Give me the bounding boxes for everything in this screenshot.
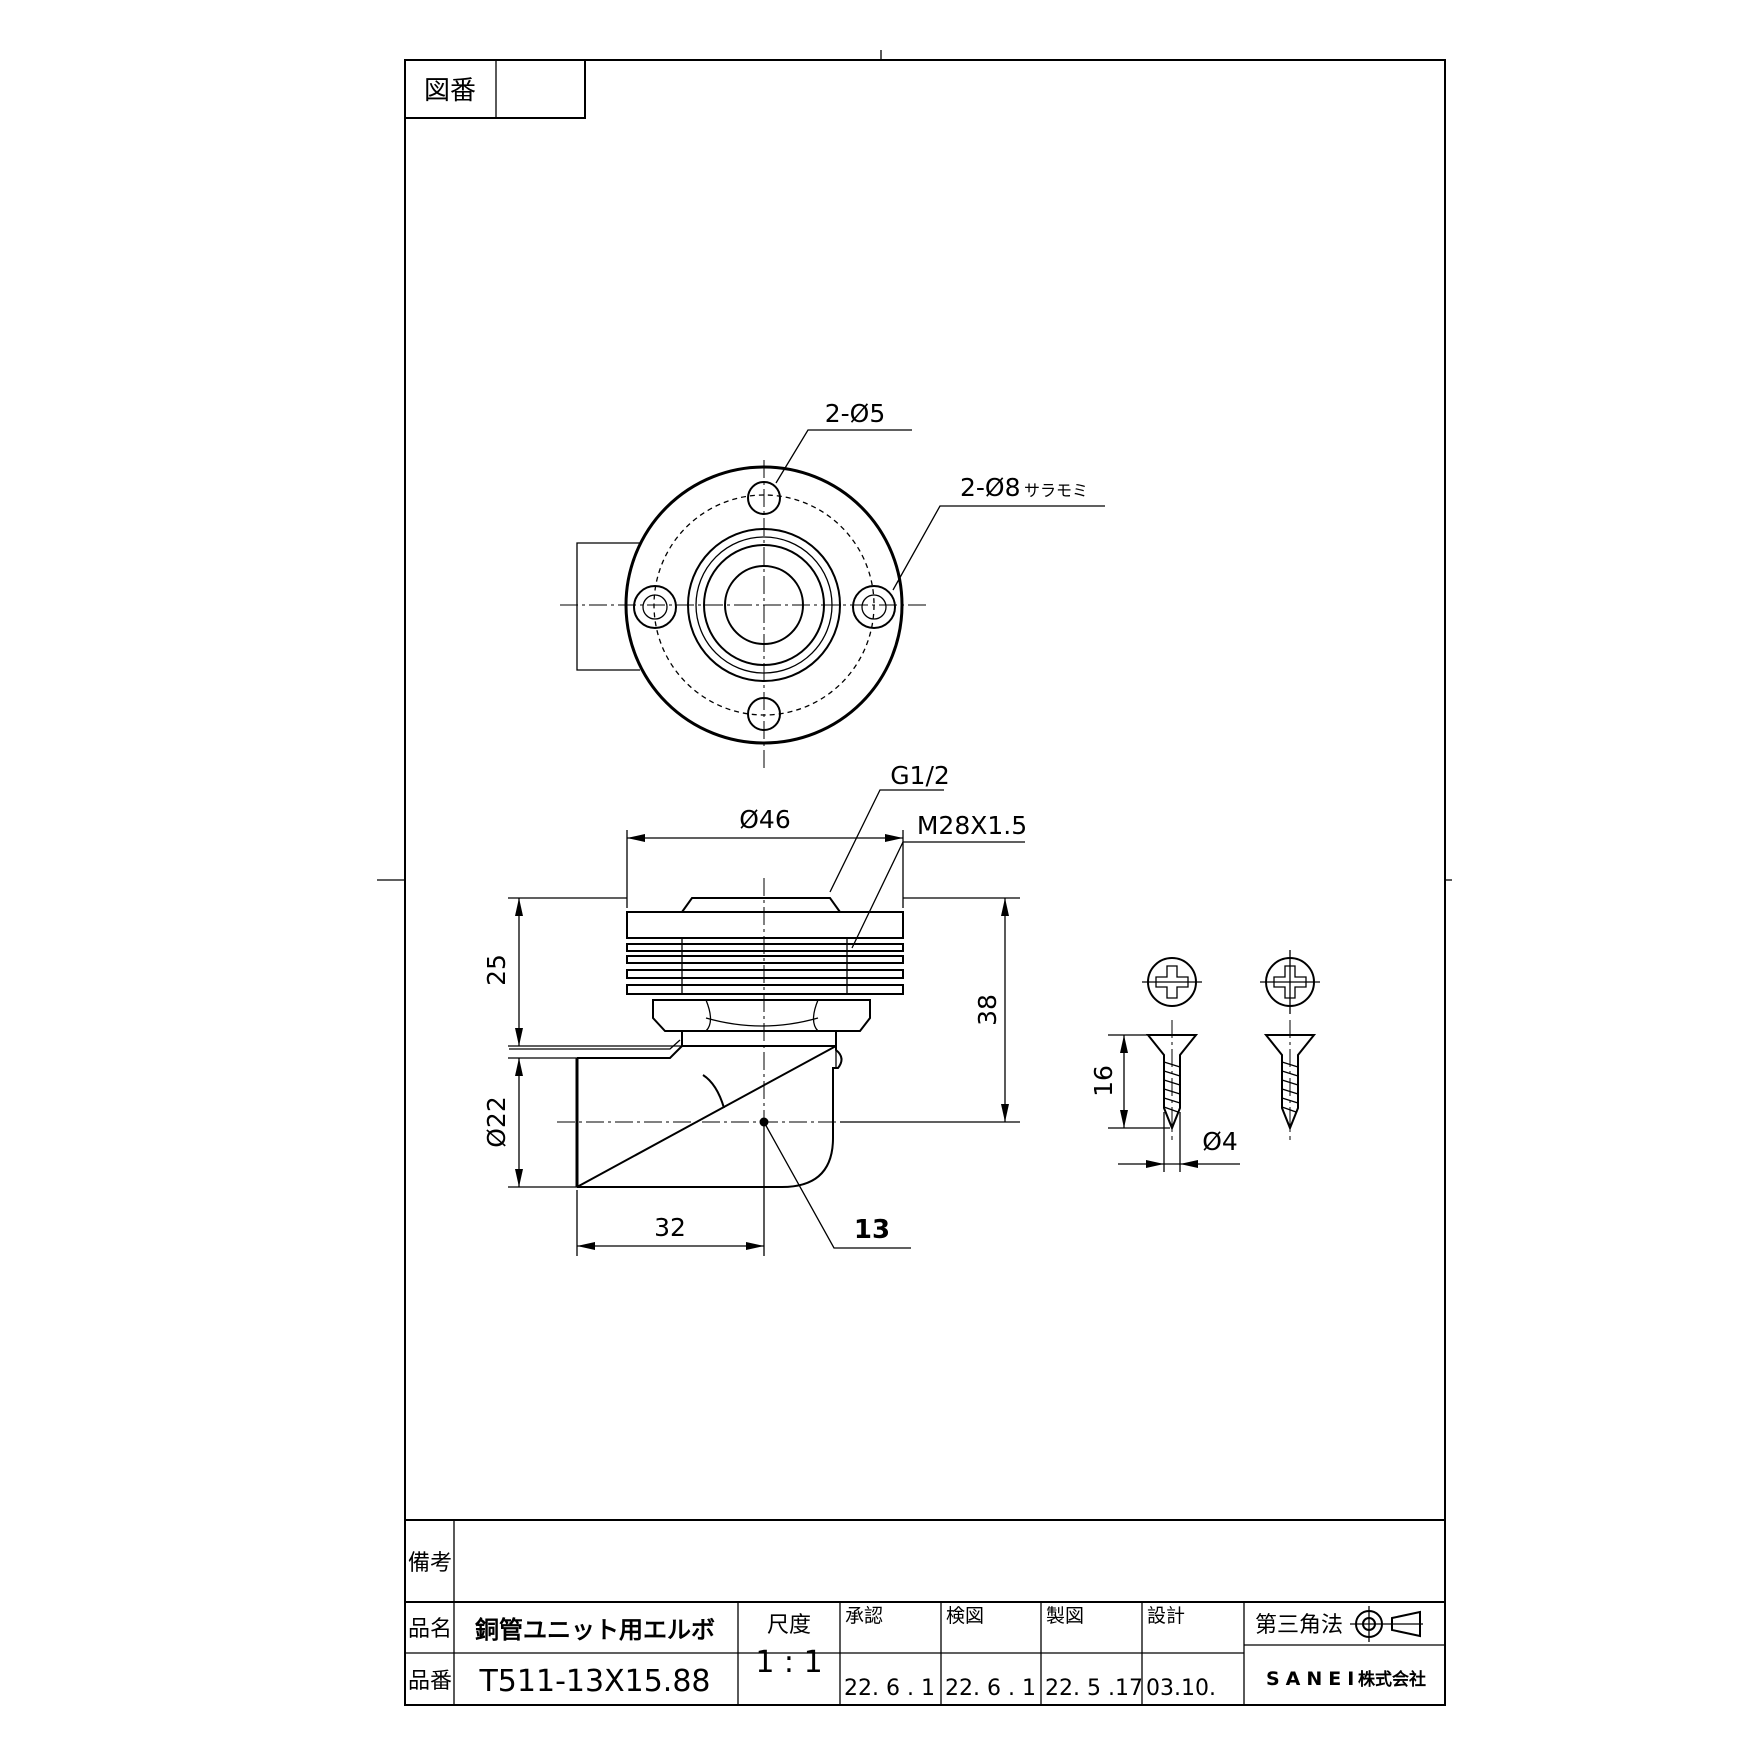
company-name: SANEI [1266,1668,1360,1690]
mounting-hole-left [633,585,677,629]
design-date: 03.10. [1146,1676,1216,1701]
dim-32: 32 [654,1213,686,1242]
size-13: 13 [854,1215,890,1245]
name-label: 品名 [408,1617,452,1642]
check-date: 22. 6 . 1 [945,1676,1036,1701]
mounting-hole-right [852,585,896,629]
screw-head-2 [1260,950,1320,1014]
screw-views: 16 Ø4 [1089,950,1320,1172]
thread-g-label: G1/2 [890,761,950,790]
drawing-number-box: 図番 [404,59,586,119]
hole-label: 2-Ø5 [825,399,886,428]
draft-date: 22. 5 .17 [1045,1676,1143,1701]
side-view: Ø46 G1/2 M28X1.5 25 38 Ø22 32 [482,761,1027,1256]
scale-value: 1 : 1 [755,1645,822,1680]
drawing-number-label: 図番 [424,76,476,106]
elbow-body [576,1044,843,1188]
approval-label: 承認 [845,1605,883,1627]
part-value: T511-13X15.88 [478,1664,710,1699]
dim-16: 16 [1089,1065,1118,1097]
part-label: 品番 [408,1669,452,1694]
dim-25: 25 [482,954,511,986]
drawing-frame [377,50,1452,1706]
side-outlet-outline [576,542,640,671]
countersink-leader [892,505,1105,591]
hole-leader [775,429,912,484]
projection-label: 第三角法 [1255,1613,1343,1638]
flange-plate [626,911,904,939]
countersink-label: 2-Ø8 [960,473,1021,502]
countersink-note: サラモミ [1024,481,1088,500]
dim-diameter-4: Ø4 [1202,1127,1238,1156]
dim-diameter-46: Ø46 [739,805,791,834]
hex-nut [652,999,871,1032]
screw-side-2 [1263,1020,1317,1140]
scale-label: 尺度 [767,1613,811,1638]
dim-diameter-22: Ø22 [482,1096,511,1148]
draft-label: 製図 [1046,1605,1084,1627]
dim-38: 38 [973,994,1002,1026]
third-angle-projection-icon [1350,1606,1423,1642]
title-block: 備考 品名 銅管ユニット用エルボ 品番 T511-13X15.88 尺度 1 :… [405,1519,1445,1705]
thread-m-label: M28X1.5 [917,811,1027,840]
remarks-label: 備考 [408,1551,452,1576]
company-suffix: 株式会社 [1358,1669,1426,1690]
top-view: 2-Ø5 2-Ø8 サラモミ [560,399,1105,770]
screw-side-1 [1145,1020,1199,1140]
screw-head-1 [1142,957,1202,1007]
name-value: 銅管ユニット用エルボ [475,1616,715,1644]
approval-date: 22. 6 . 1 [844,1676,935,1701]
design-label: 設計 [1147,1605,1185,1627]
check-label: 検図 [946,1605,984,1627]
